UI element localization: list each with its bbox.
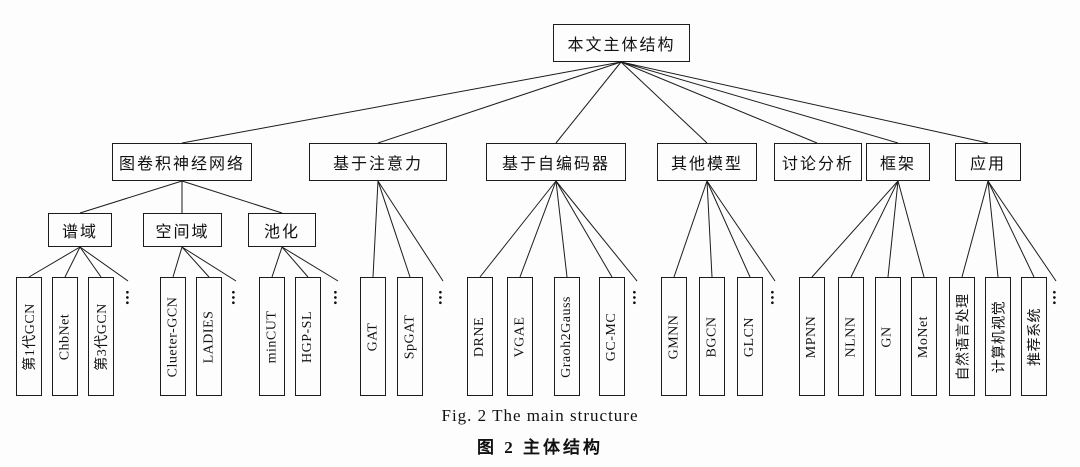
ellipsis-pooling: ... — [330, 280, 349, 316]
node-framework: 框架 — [866, 143, 930, 181]
leaf-label: MPNN — [804, 315, 819, 358]
ellipsis-spectral: ... — [122, 280, 141, 316]
leaf-graph2gauss: Graoh2Gauss — [554, 277, 580, 396]
node-other-models: 其他模型 — [657, 143, 757, 181]
node-autoencoder: 基于自编码器 — [486, 143, 626, 181]
ellipsis-spatial: ... — [228, 280, 247, 316]
node-pooling: 池化 — [248, 213, 316, 247]
ellipsis-autoencoder: ... — [629, 280, 648, 316]
leaf-mincut: minCUT — [259, 277, 285, 396]
ellipsis-label: ... — [228, 290, 247, 306]
ellipsis-other-models: ... — [767, 280, 786, 316]
leaf-label: GC-MC — [604, 312, 619, 361]
ellipsis-attention: ... — [435, 280, 454, 316]
leaf-label: SpGAT — [402, 314, 418, 359]
leaf-label: VGAE — [512, 316, 528, 357]
leaf-label: Clueter-GCN — [165, 296, 180, 377]
leaf-label: GAT — [365, 322, 381, 351]
leaf-label: Graoh2Gauss — [559, 295, 574, 378]
leaf-cluster-gcn: Clueter-GCN — [160, 277, 186, 396]
leaf-spgat: SpGAT — [397, 277, 423, 396]
leaf-mpnn: MPNN — [799, 277, 825, 396]
leaf-label: minCUT — [264, 310, 279, 363]
leaf-glcn: GLCN — [737, 277, 763, 396]
leaf-monet: MoNet — [911, 277, 937, 396]
leaf-label: ChbNet — [57, 313, 72, 360]
node-root: 本文主体结构 — [553, 24, 690, 62]
leaf-bgcn: BGCN — [699, 277, 725, 396]
ellipsis-label: ... — [767, 290, 786, 306]
ellipsis-label: ... — [1049, 290, 1068, 306]
node-spectral-domain: 谱域 — [48, 213, 112, 247]
leaf-label: LADIES — [201, 310, 216, 363]
leaf-label: NLNN — [843, 316, 859, 357]
leaf-gmnn: GMNN — [661, 277, 687, 396]
figure-caption-english: Fig. 2 The main structure — [441, 406, 639, 425]
ellipsis-label: ... — [122, 290, 141, 306]
leaf-label: DRNE — [472, 316, 487, 357]
ellipsis-application: ... — [1049, 280, 1068, 316]
leaf-label: 自然语言处理 — [956, 293, 971, 380]
leaf-drne: DRNE — [467, 277, 493, 396]
leaf-ladies: LADIES — [196, 277, 222, 396]
node-discussion: 讨论分析 — [774, 143, 862, 181]
leaf-label: 计算机视觉 — [992, 300, 1007, 373]
leaf-label: 第1代GCN — [23, 302, 38, 371]
leaf-label: GLCN — [742, 316, 757, 357]
leaf-label: BGCN — [704, 316, 719, 357]
leaf-chbnet: ChbNet — [52, 277, 78, 396]
leaf-gat: GAT — [360, 277, 386, 396]
leaf-gc-mc: GC-MC — [599, 277, 625, 396]
ellipsis-label: ... — [629, 290, 648, 306]
figure-caption-chinese: 图 2 主体结构 — [477, 438, 603, 457]
leaf-vgae: VGAE — [507, 277, 533, 396]
node-gcn: 图卷积神经网络 — [112, 143, 252, 181]
leaf-computer-vision: 计算机视觉 — [985, 277, 1011, 396]
leaf-gcn-gen3: 第3代GCN — [88, 277, 114, 396]
leaf-nlp: 自然语言处理 — [949, 277, 975, 396]
node-spatial-domain: 空间域 — [143, 213, 222, 247]
leaf-label: MoNet — [916, 315, 932, 358]
leaf-label: 推荐系统 — [1028, 307, 1043, 366]
leaf-recommender-system: 推荐系统 — [1021, 277, 1047, 396]
leaf-label: HGP-SL — [300, 310, 316, 363]
ellipsis-label: ... — [330, 290, 349, 306]
leaf-label: GMNN — [666, 314, 681, 359]
leaf-nlnn: NLNN — [838, 277, 864, 396]
leaf-label: GN — [879, 325, 895, 348]
leaf-hgp-sl: HGP-SL — [295, 277, 321, 396]
node-application: 应用 — [955, 143, 1021, 181]
node-attention: 基于注意力 — [309, 143, 447, 181]
leaf-label: 第3代GCN — [95, 302, 110, 371]
leaf-gcn-gen1: 第1代GCN — [16, 277, 42, 396]
ellipsis-label: ... — [435, 290, 454, 306]
leaf-gn: GN — [875, 277, 901, 396]
